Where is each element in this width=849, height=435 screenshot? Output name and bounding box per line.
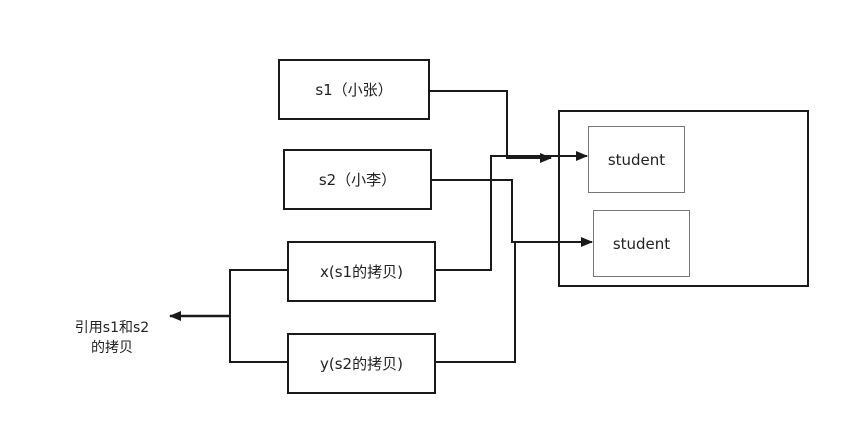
arrow-s1-to-student — [430, 90, 552, 163]
student-box-1: student — [588, 126, 685, 193]
heap-container — [558, 110, 809, 287]
x-box: x(s1的拷贝) — [287, 241, 436, 302]
student-box-2: student — [593, 210, 690, 277]
s1-label: s1（小张） — [315, 81, 393, 99]
s1-box: s1（小张） — [278, 59, 430, 120]
student-label-2: student — [612, 234, 671, 253]
note-line-1: 引用s1和s2 — [74, 320, 150, 336]
line-y-to-student — [436, 242, 516, 363]
note-line-2: 的拷贝 — [91, 340, 133, 356]
s2-label: s2（小李） — [318, 171, 397, 189]
y-box: y(s2的拷贝) — [287, 333, 436, 394]
arrow-s2-to-student — [432, 179, 593, 247]
student-label-1: student — [607, 150, 666, 169]
bracket-x-y — [229, 269, 288, 363]
copy-note: 引用s1和s2 的拷贝 — [58, 318, 166, 358]
x-label: x(s1的拷贝) — [320, 263, 403, 281]
arrow-x-to-student — [436, 151, 588, 271]
y-label: y(s2的拷贝) — [320, 355, 403, 373]
s2-box: s2（小李） — [283, 149, 432, 210]
